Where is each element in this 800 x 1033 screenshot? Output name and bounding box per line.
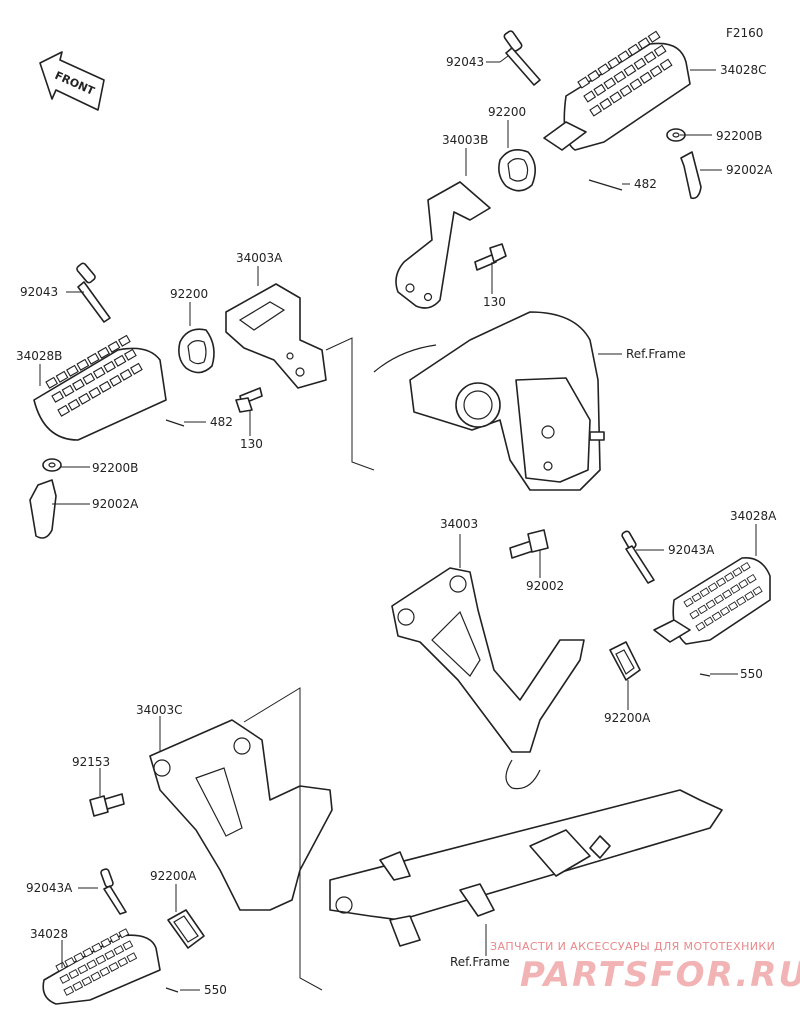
- label-34028C: 34028C: [720, 63, 767, 77]
- figure-code: F2160: [726, 26, 763, 40]
- label-34003A: 34003A: [236, 251, 283, 265]
- bolt-130-left: [235, 387, 263, 413]
- label-482-left: 482: [210, 415, 233, 429]
- label-92200B-left: 92200B: [92, 461, 138, 475]
- label-92002: 92002: [526, 579, 564, 593]
- label-92200-top: 92200: [488, 105, 526, 119]
- cotter-pin-550-left: [165, 987, 179, 993]
- cotter-pin-482-top: [588, 179, 623, 191]
- label-92153: 92153: [72, 755, 110, 769]
- washer-92200B-left: [42, 458, 62, 472]
- bolt-130-top: [474, 243, 507, 271]
- front-arrow-icon: FRONT: [39, 51, 105, 111]
- part-labels: 92043 34028C 92200 92200B 34003B 92002A …: [16, 55, 777, 997]
- label-34028A: 34028A: [730, 509, 777, 523]
- bracket-34003B: [395, 181, 491, 309]
- label-92043-left: 92043: [20, 285, 58, 299]
- label-92200A-left: 92200A: [150, 869, 197, 883]
- label-ref-frame-top: Ref.Frame: [626, 347, 686, 361]
- label-92002A-top: 92002A: [726, 163, 773, 177]
- pin-92043-left: [76, 262, 111, 323]
- label-92200B-top: 92200B: [716, 129, 762, 143]
- pin-92043A-left: [100, 868, 127, 915]
- ref-frame-bottom-part: [329, 789, 723, 947]
- footpeg-34028: [42, 928, 161, 1005]
- bolt-92002A-top: [680, 151, 702, 200]
- label-130-left: 130: [240, 437, 263, 451]
- label-550-left: 550: [204, 983, 227, 997]
- spacer-92200-left: [178, 328, 215, 374]
- label-550-right: 550: [740, 667, 763, 681]
- bracket-34003A: [225, 283, 327, 389]
- spacer-92200A-left: [167, 909, 205, 949]
- cotter-pin-482-left: [165, 419, 185, 427]
- label-92043A-left: 92043A: [26, 881, 73, 895]
- cotter-pin-550-right: [699, 673, 711, 677]
- watermark: ЗАПЧАСТИ И АКСЕССУАРЫ ДЛЯ МОТОТЕХНИКИ PA…: [490, 940, 800, 995]
- label-92200A-right: 92200A: [604, 711, 651, 725]
- pin-92043A-right: [621, 530, 655, 584]
- label-34028: 34028: [30, 927, 68, 941]
- footpeg-34028B: [33, 334, 167, 441]
- label-34003C: 34003C: [136, 703, 183, 717]
- label-482-top: 482: [634, 177, 657, 191]
- spacer-92200A-right: [609, 641, 641, 681]
- footpeg-34028C: [543, 30, 691, 151]
- label-34028B: 34028B: [16, 349, 62, 363]
- watermark-tagline: ЗАПЧАСТИ И АКСЕССУАРЫ ДЛЯ МОТОТЕХНИКИ: [490, 940, 775, 953]
- label-92002A-left: 92002A: [92, 497, 139, 511]
- bracket-34003: [391, 567, 585, 790]
- label-34003B: 34003B: [442, 133, 488, 147]
- label-92200-left: 92200: [170, 287, 208, 301]
- label-ref-frame-bottom: Ref.Frame: [450, 955, 510, 969]
- bolt-92153: [89, 793, 125, 817]
- label-92043A-right: 92043A: [668, 543, 715, 557]
- leader-lines: [39, 55, 757, 991]
- ref-frame-top-part: [373, 311, 605, 491]
- label-130-top: 130: [483, 295, 506, 309]
- label-92043-top: 92043: [446, 55, 484, 69]
- washer-92200B-top: [666, 128, 686, 142]
- bolt-92002A-left: [29, 479, 57, 539]
- spacer-92200-top: [498, 149, 536, 192]
- pin-92043-top: [503, 30, 541, 86]
- label-34003: 34003: [440, 517, 478, 531]
- bolt-92002: [509, 529, 549, 559]
- footpeg-34028A: [653, 557, 771, 645]
- watermark-logo: PARTSFOR.RU: [520, 955, 800, 995]
